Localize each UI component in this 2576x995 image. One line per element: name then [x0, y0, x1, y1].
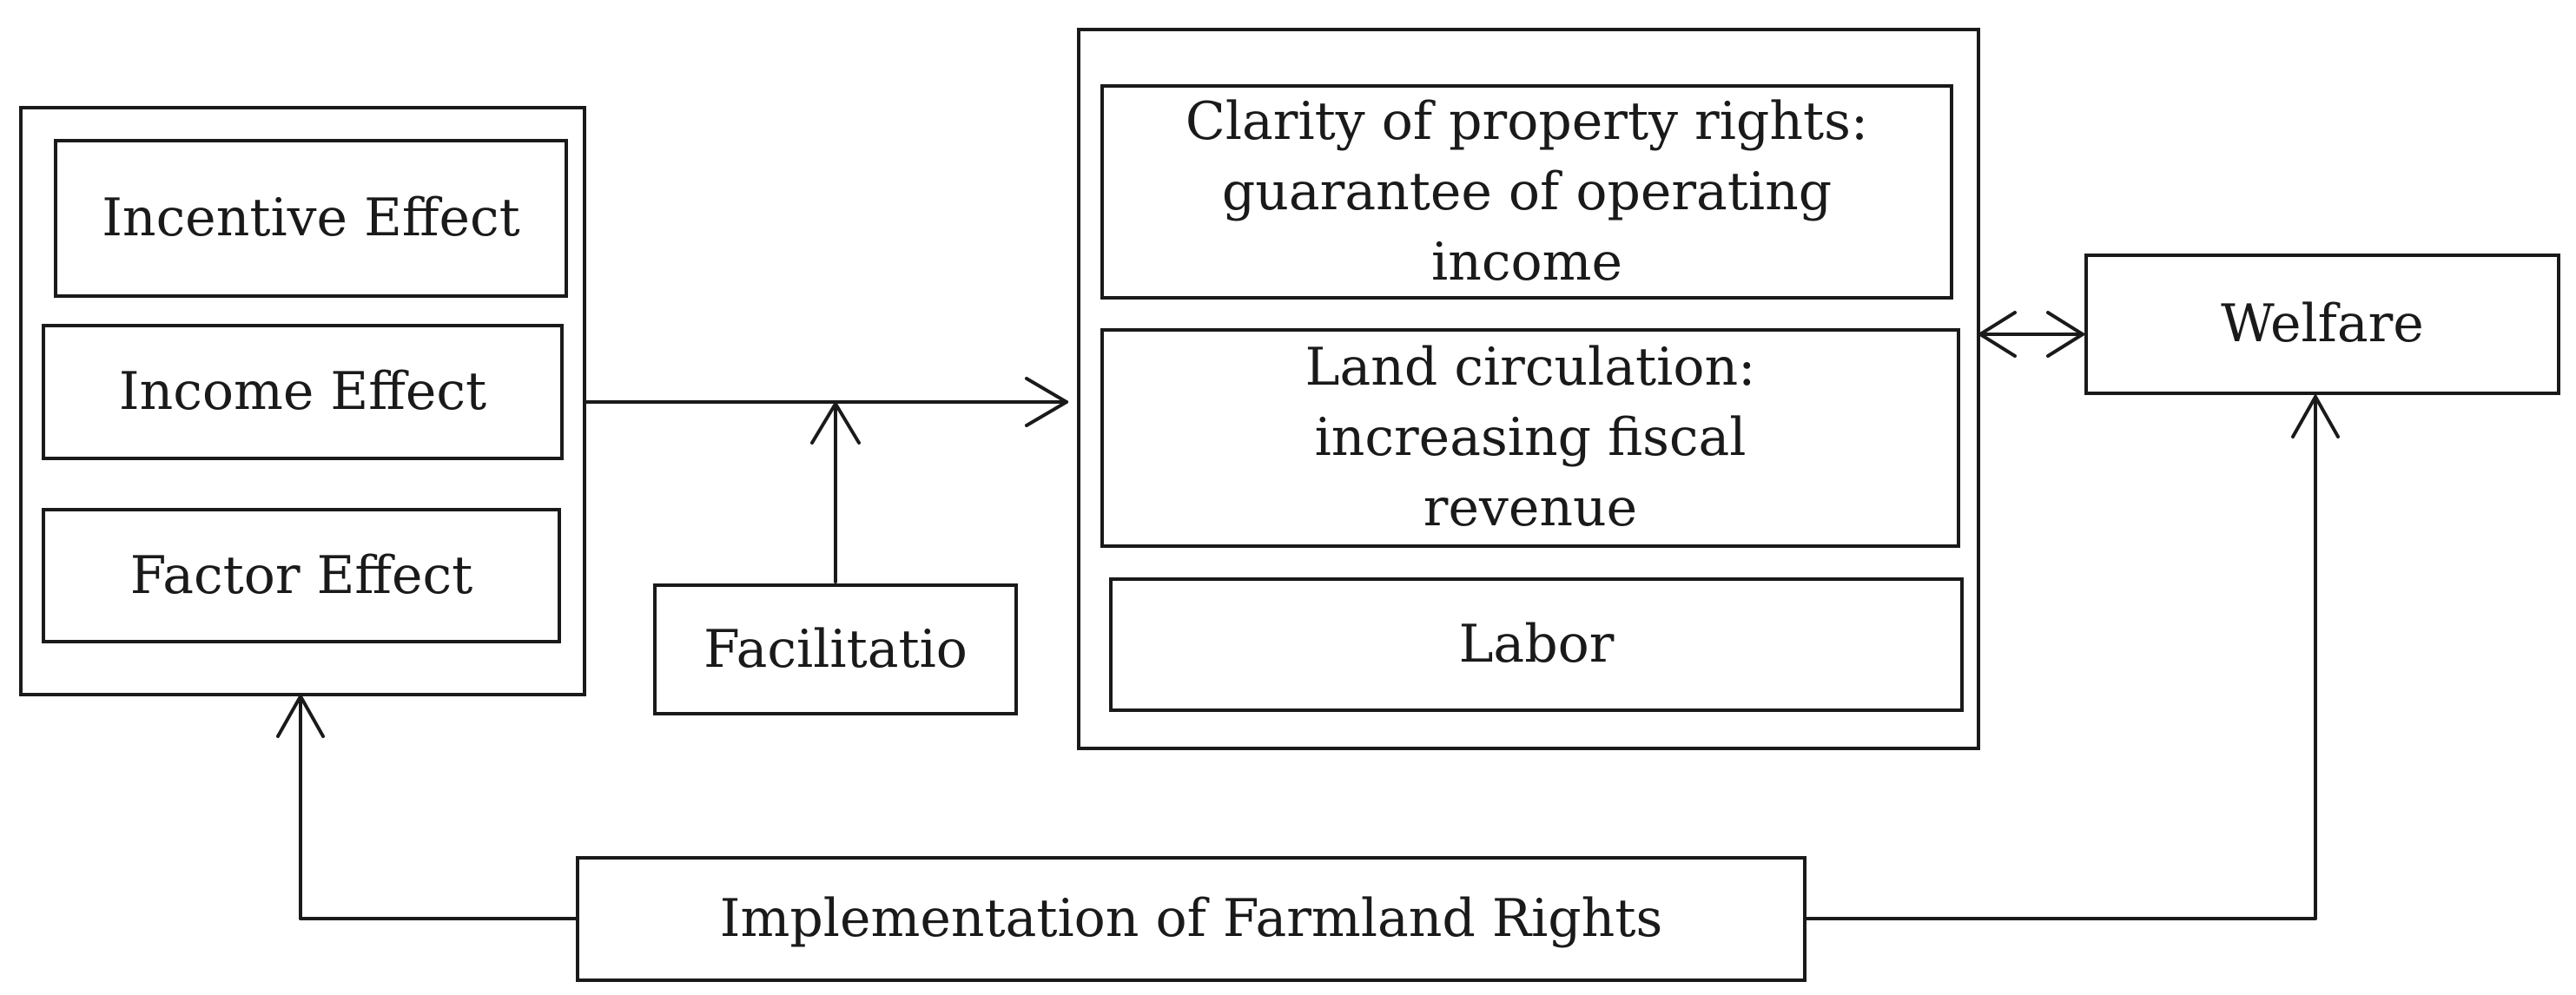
- welfare-node: Welfare: [2084, 254, 2560, 395]
- implementation-node: Implementation of Farmland Rights: [576, 856, 1807, 982]
- implementation-to-effects-arrowhead: [276, 695, 325, 738]
- implementation-to-welfare-line: [1805, 395, 2317, 920]
- labor-label: Labor: [1458, 614, 1615, 675]
- income-effect-node: Income Effect: [42, 324, 564, 460]
- factor-effect-label: Factor Effect: [129, 544, 473, 606]
- property-rights-label: Clarity of property rights: guarantee of…: [1185, 90, 1869, 293]
- property-rights-node: Clarity of property rights: guarantee of…: [1100, 84, 1953, 300]
- implementation-label: Implementation of Farmland Rights: [719, 888, 1663, 949]
- land-circulation-node: Land circulation: increasing fiscal reve…: [1100, 328, 1960, 548]
- facilitation-label: Facilitatio: [703, 618, 968, 680]
- incentive-effect-label: Incentive Effect: [102, 188, 520, 248]
- income-effect-label: Income Effect: [118, 361, 487, 422]
- welfare-side-arrowhead: [2046, 311, 2084, 358]
- labor-node: Labor: [1109, 577, 1964, 712]
- land-circulation-label: Land circulation: increasing fiscal reve…: [1305, 337, 1756, 538]
- factor-effect-node: Factor Effect: [42, 508, 561, 643]
- effects-to-outcomes-arrowhead: [1025, 377, 1068, 427]
- implementation-to-welfare-arrowhead: [2291, 395, 2340, 438]
- implementation-to-effects-line: [299, 695, 578, 920]
- facilitation-node: Facilitatio: [653, 583, 1018, 715]
- facilitation-arrowhead: [810, 402, 861, 445]
- welfare-label: Welfare: [2221, 293, 2424, 354]
- incentive-effect-node: Incentive Effect: [54, 139, 568, 298]
- outcomes-side-arrowhead: [1978, 311, 2017, 358]
